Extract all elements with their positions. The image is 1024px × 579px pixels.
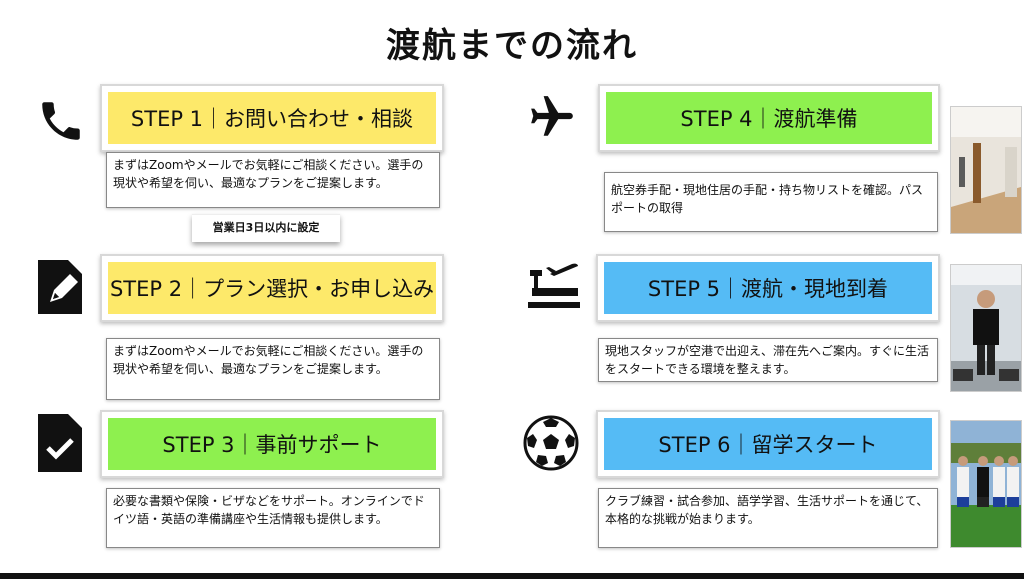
step-2-description: まずはZoomやメールでお気軽にご相談ください。選手の現状や希望を伺い、最適なプ… [106, 338, 440, 400]
step-3-box: STEP 3｜事前サポート [100, 410, 444, 478]
page-title: 渡航までの流れ [386, 26, 638, 66]
step-5-box: STEP 5｜渡航・現地到着 [596, 254, 940, 322]
step-1-description: まずはZoomやメールでお気軽にご相談ください。選手の現状や希望を伺い、最適なプ… [106, 152, 440, 208]
step-5-description: 現地スタッフが空港で出迎え、滞在先へご案内。すぐに生活をスタートできる環境を整え… [598, 338, 938, 382]
team-photo [950, 420, 1022, 548]
step-6-description: クラブ練習・試合参加、語学学習、生活サポートを通じて、本格的な挑戦が始まります。 [598, 488, 938, 548]
step-4-description: 航空券手配・現地住居の手配・持ち物リストを確認。パスポートの取得 [604, 172, 938, 232]
soccer-ball-icon [523, 415, 579, 471]
step-2-label: STEP 2｜プラン選択・お申し込み [108, 262, 436, 314]
step-6-label: STEP 6｜留学スタート [604, 418, 932, 470]
step-4-box: STEP 4｜渡航準備 [598, 84, 940, 152]
step-1-label: STEP 1｜お問い合わせ・相談 [108, 92, 436, 144]
step-5-label: STEP 5｜渡航・現地到着 [604, 262, 932, 314]
step-6-box: STEP 6｜留学スタート [596, 410, 940, 478]
step-3-description: 必要な書類や保険・ビザなどをサポート。オンラインでドイツ語・英語の準備講座や生活… [106, 488, 440, 548]
step-1-box: STEP 1｜お問い合わせ・相談 [100, 84, 444, 152]
hallway-photo [950, 106, 1022, 234]
step-4-label: STEP 4｜渡航準備 [606, 92, 932, 144]
airport-arrival-icon [528, 263, 580, 308]
step-2-box: STEP 2｜プラン選択・お申し込み [100, 254, 444, 322]
airplane-icon [531, 96, 573, 136]
deadline-tag: 営業日3日以内に設定 [192, 214, 340, 242]
bottom-border [0, 573, 1024, 579]
edit-document-icon [38, 260, 82, 314]
phone-icon [42, 102, 80, 140]
player-portrait-photo [950, 264, 1022, 392]
checked-document-icon [38, 414, 82, 472]
step-3-label: STEP 3｜事前サポート [108, 418, 436, 470]
